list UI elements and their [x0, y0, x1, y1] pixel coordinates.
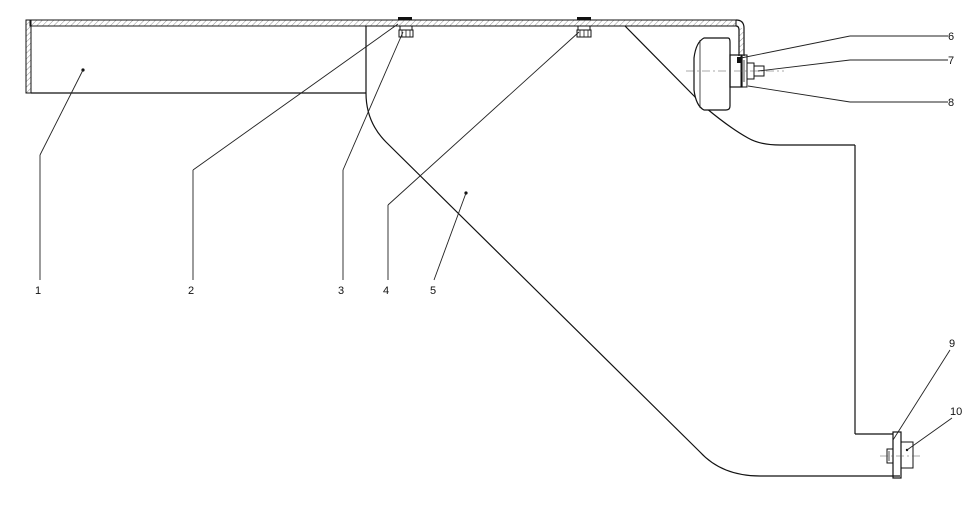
- callout-3: 3: [338, 285, 344, 297]
- callout-8: 8: [948, 97, 954, 109]
- left-box-part-1: [31, 25, 367, 94]
- callout-1: 1: [35, 285, 41, 297]
- callout-2: 2: [188, 285, 194, 297]
- callout-7: 7: [948, 55, 954, 67]
- callout-labels: 1 2 3 4 5 6 7 8 9 10: [35, 31, 962, 418]
- callout-9: 9: [949, 338, 955, 350]
- leader-lines: [39, 23, 953, 451]
- callout-5: 5: [430, 285, 436, 297]
- motor-assembly: [686, 37, 784, 111]
- bracket-part-5: [365, 25, 900, 477]
- callout-6: 6: [948, 31, 954, 43]
- fastener-right: [576, 17, 592, 38]
- callout-4: 4: [383, 285, 389, 297]
- fastener-left: [398, 17, 414, 38]
- bottom-fastener: [880, 431, 920, 479]
- callout-10: 10: [950, 406, 962, 418]
- cover-plate: [25, 19, 745, 94]
